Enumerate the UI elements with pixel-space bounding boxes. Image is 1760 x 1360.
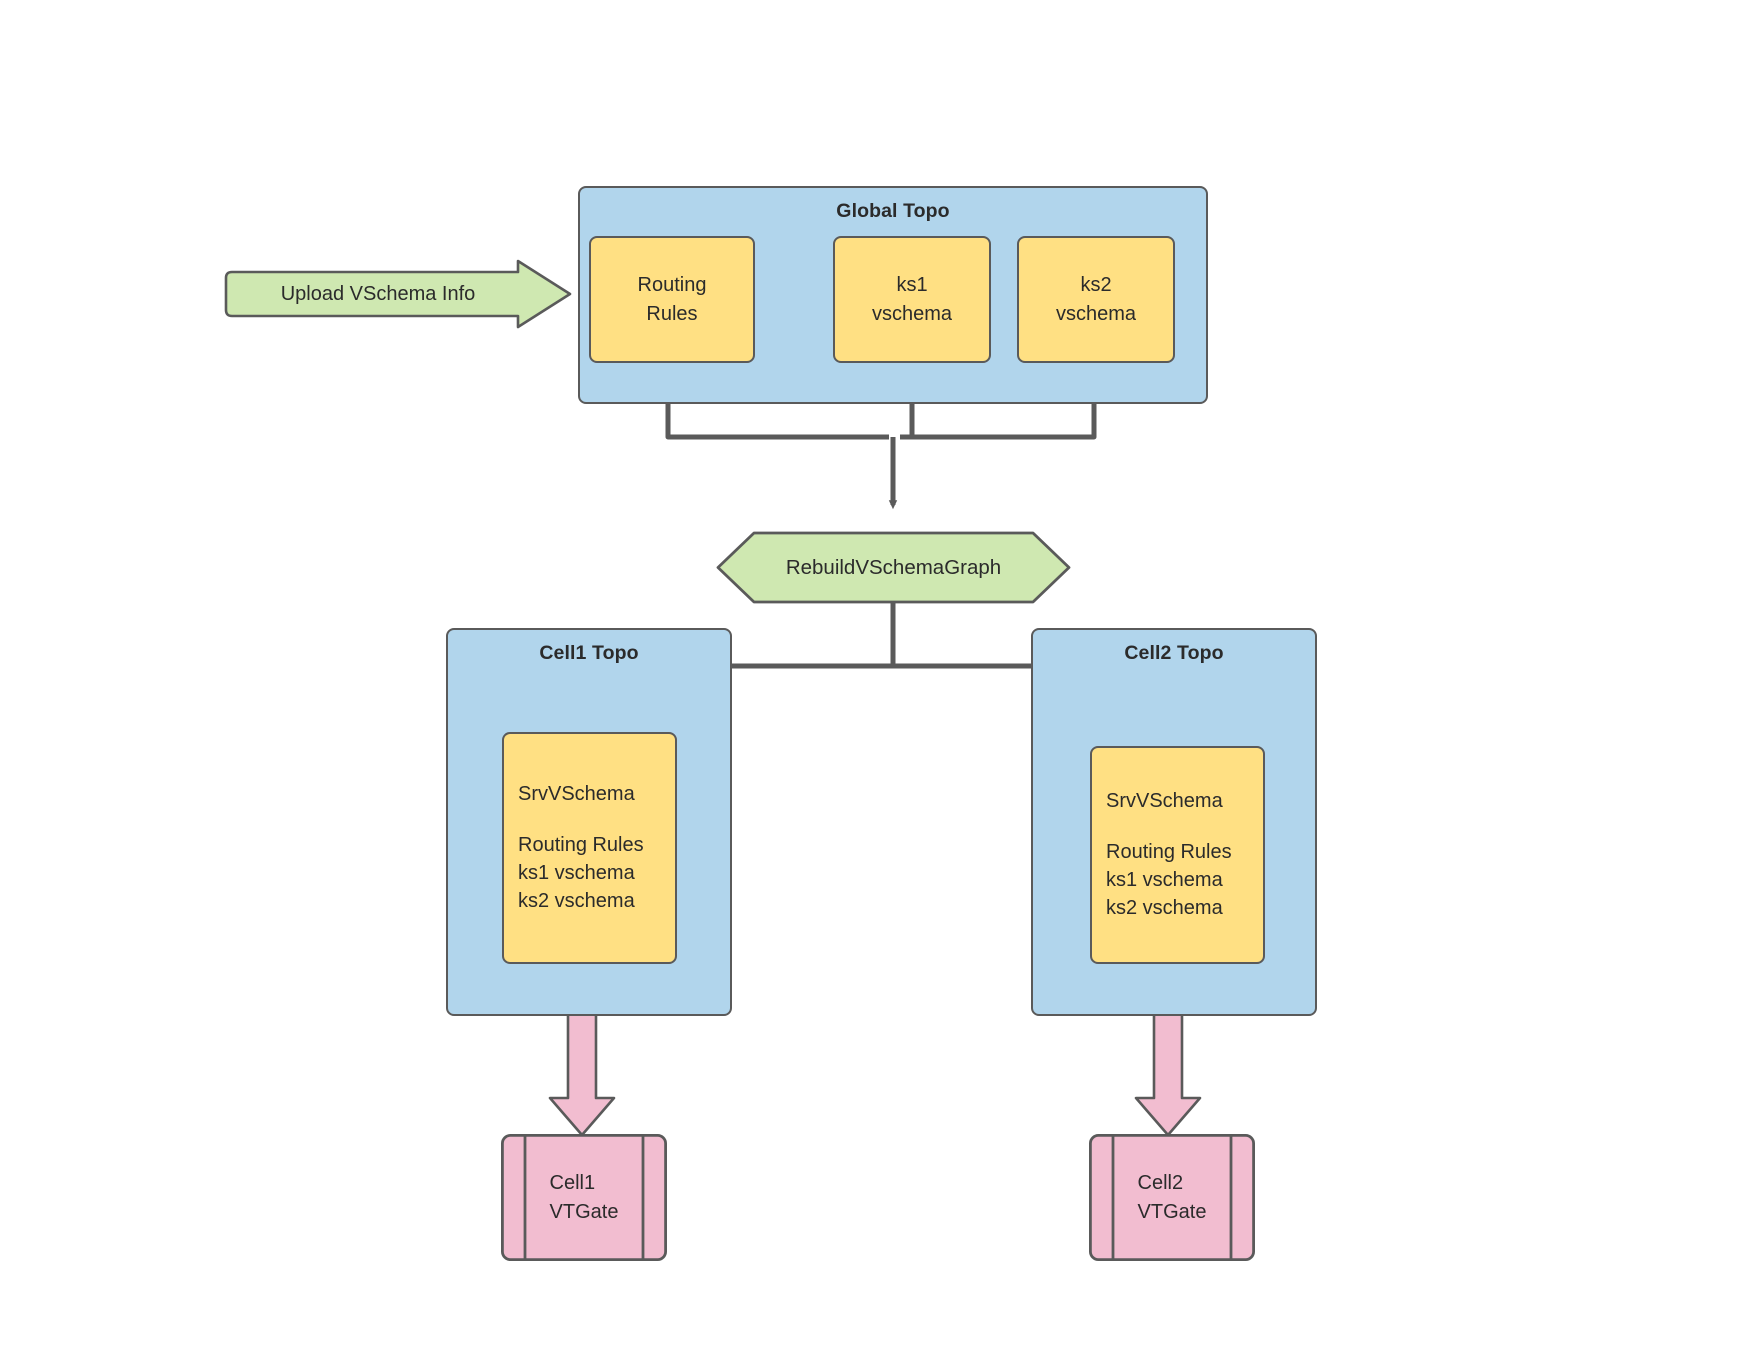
cell2-vtgate-node[interactable]: Cell2 VTGate	[1088, 1133, 1255, 1261]
global-box-ks2-vschema[interactable]: ks2 vschema	[1017, 236, 1175, 363]
right-arrow-icon	[224, 259, 572, 329]
global-box-routing-rules[interactable]: Routing Rules	[589, 236, 755, 363]
cell1-topo-title: Cell1 Topo	[539, 642, 639, 664]
cell2-srvvschema-items: Routing Rules ks1 vschema ks2 vschema	[1106, 840, 1232, 920]
cell2-srvvschema-heading: SrvVSchema	[1106, 790, 1223, 813]
cell1-srvvschema-gap	[518, 809, 644, 831]
upload-vschema-label: Upload VSchema Info	[280, 282, 476, 305]
cell1-vtgate-node[interactable]: Cell1 VTGate	[500, 1133, 667, 1261]
process-shape-icon	[1088, 1133, 1255, 1261]
cell2-srvvschema-gap	[1106, 816, 1232, 838]
upload-vschema-callout[interactable]: Upload VSchema Info	[222, 258, 574, 330]
cell2-topo-title: Cell2 Topo	[1124, 642, 1224, 664]
cell1-srvvschema-box[interactable]: SrvVSchema Routing Rules ks1 vschema ks2…	[502, 732, 677, 964]
global-box-ks2-vschema-label: ks2 vschema	[1055, 274, 1137, 325]
global-topo-title: Global Topo	[836, 200, 950, 222]
cell2-srvvschema-content: SrvVSchema Routing Rules ks1 vschema ks2…	[1106, 787, 1232, 923]
rebuild-vschema-graph-node[interactable]: RebuildVSchemaGraph	[716, 531, 1071, 604]
cell1-vtgate-label: Cell1 VTGate	[549, 1172, 619, 1223]
process-shape-icon	[500, 1133, 667, 1261]
cell1-srvvschema-content: SrvVSchema Routing Rules ks1 vschema ks2…	[518, 780, 644, 916]
hexagon-icon	[716, 531, 1071, 604]
global-box-ks1-vschema[interactable]: ks1 vschema	[833, 236, 991, 363]
global-box-routing-rules-label: Routing Rules	[637, 274, 707, 325]
cell2-vtgate-label: Cell2 VTGate	[1137, 1172, 1207, 1223]
rebuild-vschema-graph-label: RebuildVSchemaGraph	[785, 555, 1002, 579]
cell2-srvvschema-box[interactable]: SrvVSchema Routing Rules ks1 vschema ks2…	[1090, 746, 1265, 964]
global-box-ks1-vschema-label: ks1 vschema	[871, 274, 953, 325]
cell1-srvvschema-items: Routing Rules ks1 vschema ks2 vschema	[518, 833, 644, 913]
cell1-srvvschema-heading: SrvVSchema	[518, 783, 635, 806]
